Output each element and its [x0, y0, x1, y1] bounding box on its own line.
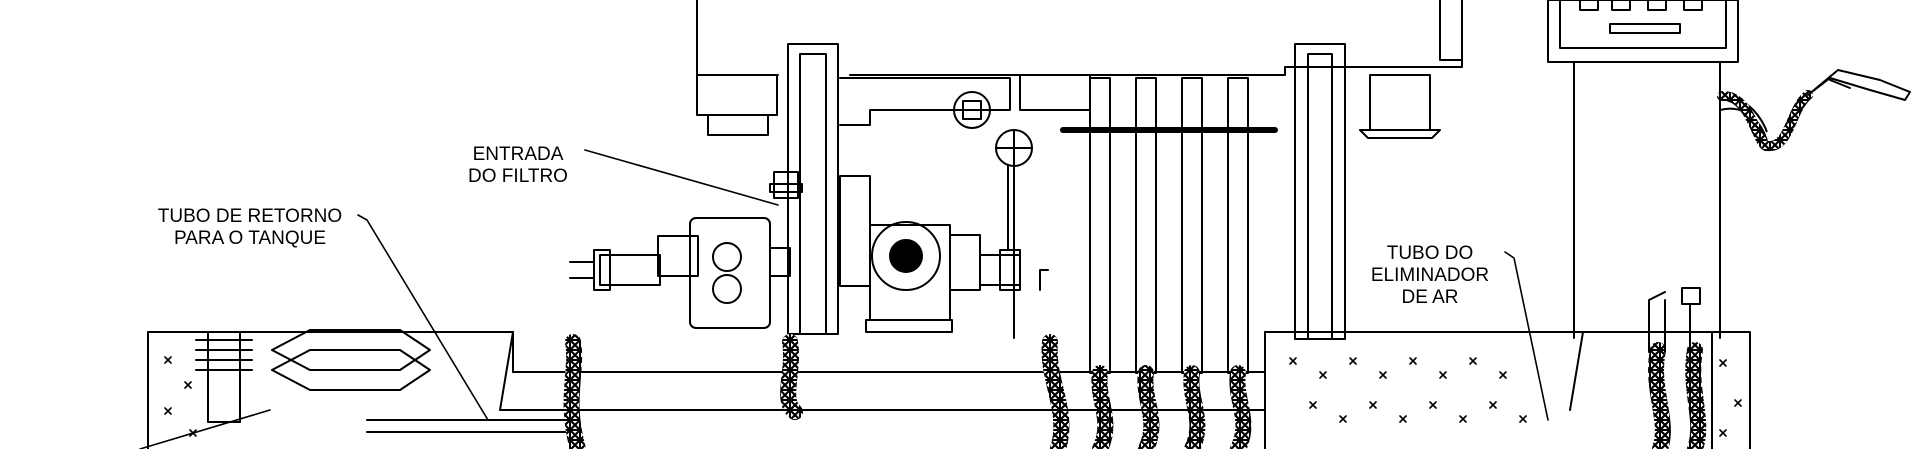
label-entrada-filtro-line2: DO FILTRO	[468, 166, 568, 187]
sight-glass	[953, 91, 1033, 339]
label-tubo-eliminador: TUBO DO ELIMINADOR DE AR	[1365, 243, 1495, 309]
leader-lines	[139, 149, 1549, 449]
label-tubo-retorno-line2: PARA O TANQUE	[173, 228, 327, 249]
nozzle-hose	[1717, 69, 1911, 151]
display-head	[1547, 0, 1739, 339]
flex-hoses	[563, 334, 1707, 449]
concrete-fill	[164, 356, 1742, 437]
pump-motor	[839, 175, 1021, 333]
return-pipe	[366, 394, 571, 449]
pump-left	[569, 217, 791, 329]
left-bellows	[195, 329, 431, 423]
label-tubo-eliminador-line3: DE AR	[1401, 287, 1459, 308]
air-eliminator-riser	[1294, 43, 1346, 340]
dispenser-cabinet	[696, 0, 1463, 139]
label-entrada-filtro-line1: ENTRADA	[472, 144, 564, 165]
label-tubo-eliminador-line1: TUBO DO	[1386, 243, 1474, 264]
right-risers	[1648, 287, 1701, 353]
label-tubo-retorno: TUBO DE RETORNO PARA O TANQUE	[142, 206, 358, 250]
label-entrada-filtro: ENTRADA DO FILTRO	[462, 144, 574, 188]
label-tubo-eliminador-line2: ELIMINADOR	[1370, 265, 1490, 286]
meter-tubes	[1039, 77, 1278, 374]
label-tubo-retorno-line1: TUBO DE RETORNO	[157, 206, 343, 227]
filter-riser	[769, 43, 1011, 335]
